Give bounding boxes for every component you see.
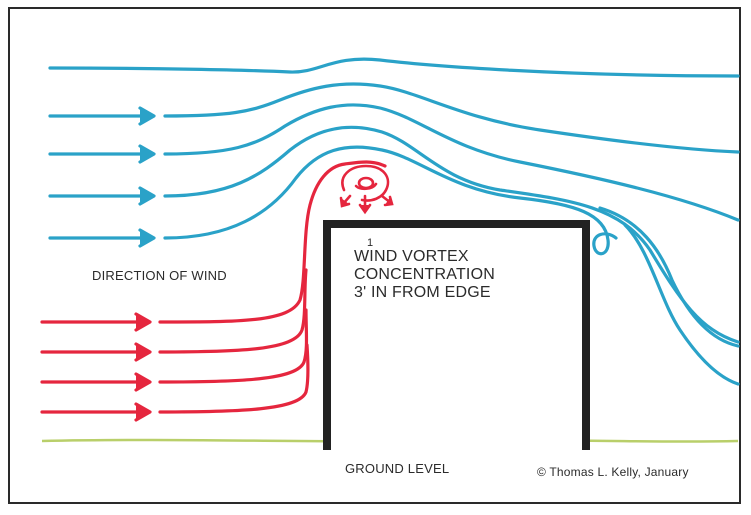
lower-streamline-1 <box>158 160 387 324</box>
upper-wind-arrows <box>48 106 156 248</box>
upper-streamline-6 <box>598 206 740 348</box>
vortex-swirl-icon <box>339 164 394 215</box>
right-arrow-icon <box>40 402 152 422</box>
ground-level-label: GROUND LEVEL <box>345 461 450 476</box>
right-arrow-icon <box>40 342 152 362</box>
lower-wind-flow <box>158 160 387 414</box>
upper-streamline-5 <box>163 145 618 256</box>
lower-streamline-3 <box>158 308 309 384</box>
right-arrow-icon <box>48 144 156 164</box>
right-arrow-icon <box>48 186 156 206</box>
upper-streamline-7 <box>623 223 740 386</box>
direction-of-wind-label: DIRECTION OF WIND <box>92 268 227 283</box>
lower-streamline-2 <box>158 268 308 354</box>
copyright-label: © Thomas L. Kelly, January <box>537 465 689 479</box>
lower-wind-arrows <box>40 312 152 422</box>
vortex-label-line-2: CONCENTRATION <box>354 266 495 283</box>
building <box>323 220 590 450</box>
upper-streamline-1 <box>48 57 740 78</box>
upper-streamline-4 <box>163 125 740 344</box>
upper-streamline-2 <box>163 82 740 154</box>
right-arrow-icon <box>40 312 152 332</box>
right-arrow-icon <box>48 106 156 126</box>
right-arrow-icon <box>48 228 156 248</box>
upper-wind-flow <box>48 57 740 386</box>
lower-streamline-4 <box>158 343 310 414</box>
vortex-concentration-label: WIND VORTEX CONCENTRATION 3' IN FROM EDG… <box>354 248 495 302</box>
right-arrow-icon <box>40 372 152 392</box>
vortex-label-line-3: 3' IN FROM EDGE <box>354 284 491 301</box>
vortex-marker-label: 1 <box>367 237 374 249</box>
upper-streamline-3 <box>163 103 740 222</box>
vortex-label-line-1: WIND VORTEX <box>354 248 469 265</box>
diagram-frame <box>8 7 741 504</box>
